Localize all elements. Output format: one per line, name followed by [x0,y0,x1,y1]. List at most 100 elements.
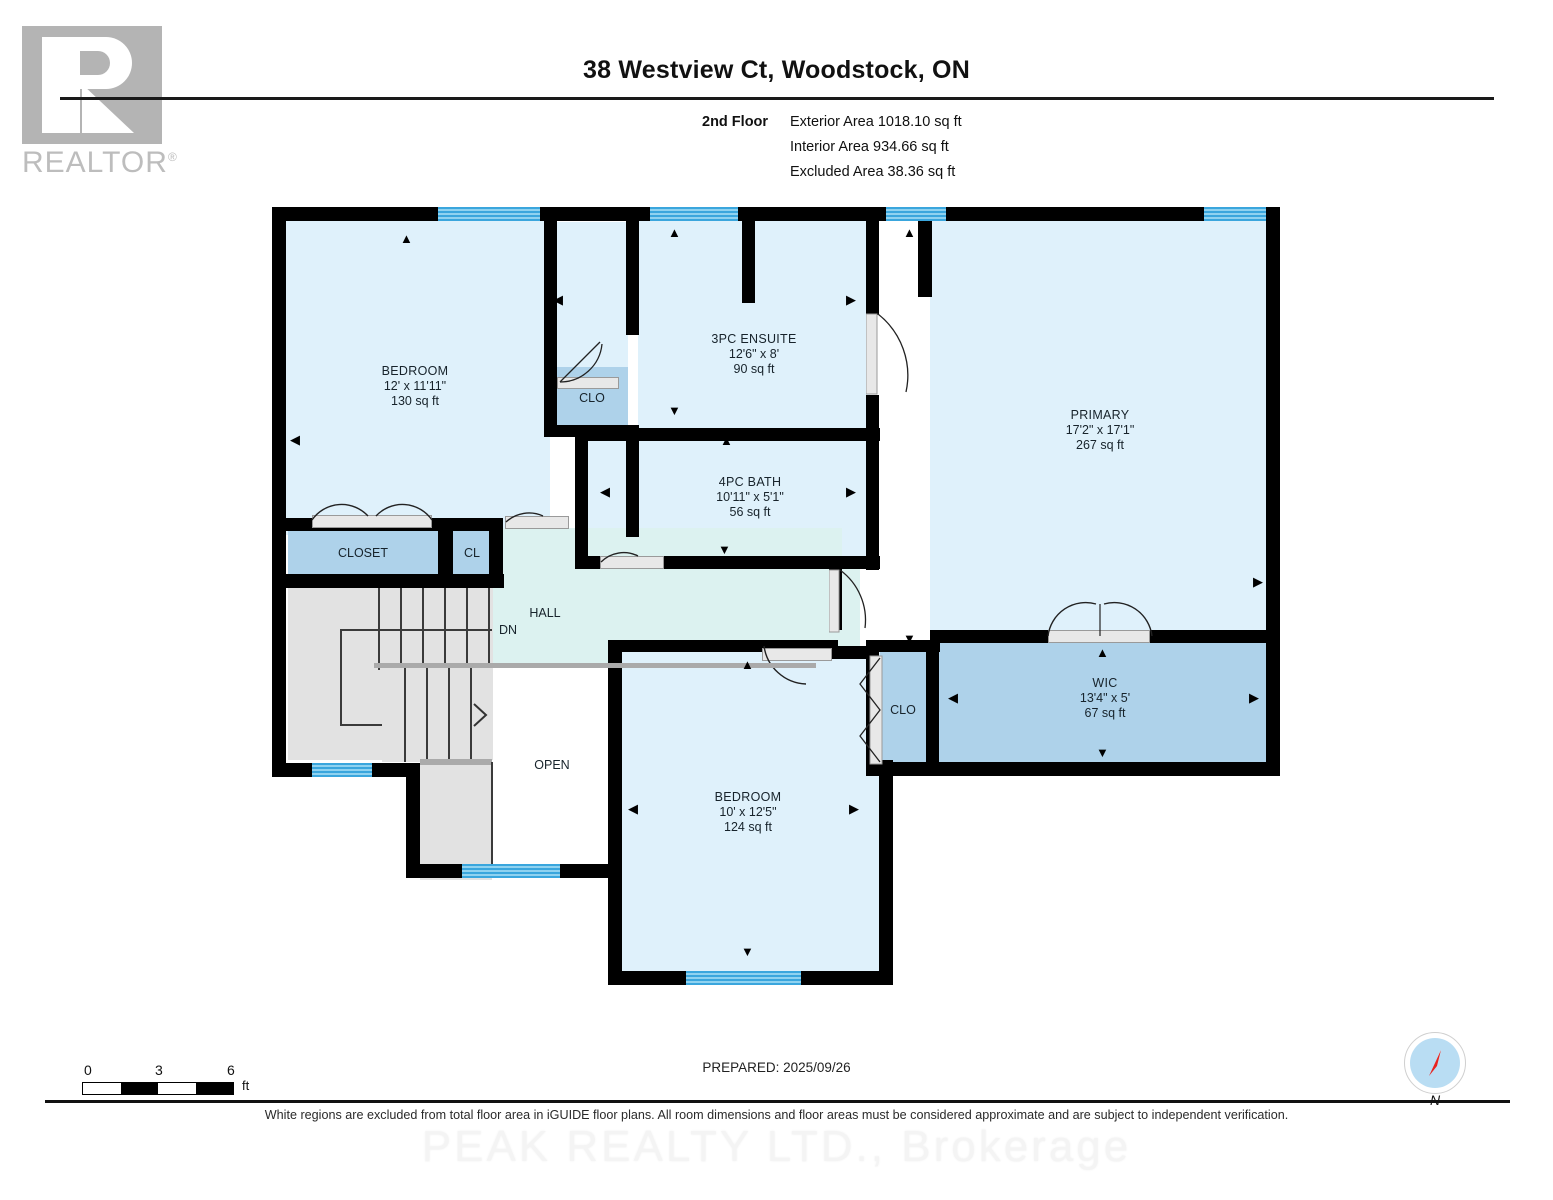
interior-area: Interior Area 934.66 sq ft [790,139,949,155]
arrow-marker: ▲ [741,657,754,672]
room-label-bedroom-lower: BEDROOM 10' x 12'5" 124 sq ft [714,790,782,834]
room-label-bath: 4PC BATH 10'11" x 5'1" 56 sq ft [716,475,784,519]
room-label-open: OPEN [534,758,570,772]
room-label-clo-upper: CLO [579,391,605,405]
wall-bath-right [866,440,879,570]
scale-unit: ft [242,1078,250,1093]
wall-left-step-vertical [406,763,420,878]
arrow-marker: ◀ [290,432,300,447]
wall-bath-left [575,428,588,561]
realtor-wordmark: REALTOR® [22,146,178,179]
closet-corridor-fill [556,222,628,367]
footer-divider [45,1100,1510,1103]
disclaimer-text: White regions are excluded from total fl… [264,1108,1289,1122]
arrow-marker: ▶ [1253,574,1263,589]
wall-closet-corridor-left [544,215,557,435]
stair-tread-lower [470,668,472,762]
wall-primary-left-stub [918,207,932,297]
wall-exterior-top [272,207,1280,221]
window-top-2 [650,207,738,221]
brokerage-watermark: PEAK REALTY LTD., Brokerage [421,1122,1132,1171]
wall-clo-lower-bottom [866,762,940,776]
stair-tread-lower [404,668,406,762]
stair-rail [340,629,492,631]
door-swing-bedroom-upper [311,503,433,521]
arrow-marker: ▶ [1249,690,1259,705]
stair-landing-edge [374,663,816,668]
room-label-closet: CLOSET [337,546,388,560]
floor-plan-canvas: ▲ ◀ ◀ ▲ ▼ ▶ ▲ ▶ ▲ ◀ ▶ ▼ ▼ ◀ ▲ ▼ ▶ ▲ ◀ ▶ … [272,207,1280,985]
door-panel-bath [600,556,664,569]
window-bottom-left [312,763,372,777]
wall-bedroom-lower-top-right [866,640,940,652]
door-swing-clo-upper [559,341,603,383]
window-top-4 [1204,207,1266,221]
arrow-marker: ▼ [903,631,916,646]
door-swing-bath [600,551,639,563]
door-panel-bedroom-lower [762,648,832,661]
room-label-wic: WIC 13'4" x 5' 67 sq ft [1079,676,1131,720]
title-divider [60,97,1494,100]
room-label-clo-lower: CLO [890,703,916,717]
room-label-hall: HALL [529,606,561,620]
room-label-primary: PRIMARY 17'2" x 17'1" 267 sq ft [1065,408,1135,452]
room-label-ensuite: 3PC ENSUITE 12'6" x 8' 90 sq ft [711,332,797,376]
arrow-marker: ▲ [903,225,916,240]
wall-ensuite-inner-stub [742,215,755,303]
door-swing-clo-lower [859,655,883,765]
stair-rail-vert [340,629,342,726]
room-bedroom-upper-fill [280,215,550,535]
stairs-block-lower [420,762,492,880]
excluded-area: Excluded Area 38.36 sq ft [790,164,956,180]
room-bedroom-lower-fill [618,648,880,978]
window-top-3 [886,207,946,221]
arrow-marker: ◀ [628,801,638,816]
arrow-marker: ◀ [948,690,958,705]
arrow-marker: ▶ [846,484,856,499]
room-primary-fill [930,215,1270,633]
wall-ensuite-bottom [585,428,880,441]
arrow-marker: ▶ [846,292,856,307]
arrow-marker: ◀ [553,292,563,307]
stair-bottom-edge [420,759,492,765]
door-panel-bedroom-upper [312,515,432,528]
stair-direction-chevron-icon [473,703,488,727]
wall-closet-bottom [286,574,504,588]
compass-needle-icon [1429,1049,1442,1076]
room-wic-fill [938,640,1270,768]
region-open-excluded [493,668,613,880]
stairs-run-lower [382,668,492,762]
area-summary: 2nd Floor Exterior Area 1018.10 sq ft In… [702,110,962,185]
scale-tick-6: 6 [227,1062,235,1078]
wall-ensuite-right [866,215,879,315]
wall-exterior-left [272,207,286,777]
realtor-r-icon [22,26,162,144]
room-cl-fill [452,530,492,575]
door-panel-cl [505,516,569,529]
scale-bar: 0 3 6 ft [82,1062,249,1095]
window-bottom-mid [462,864,560,878]
door-swing-bedroom-lower [763,645,807,685]
wall-clo-lower-right [926,640,939,770]
window-top-1 [438,207,540,221]
scale-tick-0: 0 [84,1062,92,1078]
wall-exterior-right [1266,207,1280,775]
exterior-area: Exterior Area 1018.10 sq ft [790,114,962,130]
door-swing-cl [505,512,544,523]
arrow-marker: ▶ [849,801,859,816]
wall-cl-right [489,518,503,583]
door-swing-primary [829,569,867,633]
stair-tread-lower [426,668,428,762]
stair-run-edge [491,762,493,864]
arrow-marker: ▲ [668,225,681,240]
room-closet-fill [288,530,438,575]
room-label-cl: CL [464,546,480,560]
arrow-marker: ▼ [1096,745,1109,760]
prepared-date: PREPARED: 2025/09/26 [702,1060,851,1075]
room-hall-fill-2 [760,560,860,655]
room-label-dn: DN [498,623,518,637]
wall-closet-right [438,518,453,583]
door-swing-wic [1047,601,1153,637]
realtor-logo: REALTOR® [22,26,182,179]
room-clo-lower-fill [878,652,928,770]
